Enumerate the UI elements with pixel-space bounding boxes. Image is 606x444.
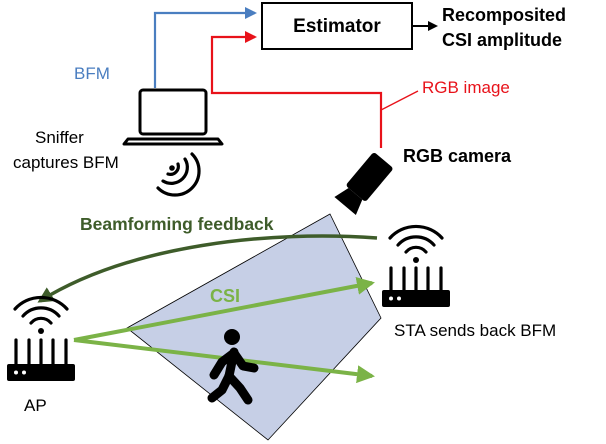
csi-label: CSI <box>210 286 240 306</box>
csi-arrow-upper <box>73 276 375 342</box>
rgb-camera-label: RGB camera <box>403 146 512 166</box>
router-icon <box>7 295 75 381</box>
estimator-label: Estimator <box>293 16 381 37</box>
walking-person-icon <box>207 329 259 405</box>
sniffer-label-line1: Sniffer <box>35 128 84 147</box>
bfm-arrow <box>153 7 257 88</box>
sniffer-label-line2: captures BFM <box>13 153 119 172</box>
camera-icon <box>334 152 393 216</box>
rgb-image-arrow <box>210 31 383 148</box>
ap-label: AP <box>24 396 47 415</box>
camera-field-of-view <box>126 213 382 441</box>
estimator-box <box>261 2 413 50</box>
beamforming-feedback-label: Beamforming feedback <box>80 214 274 234</box>
router-icon <box>382 224 450 307</box>
sta-label: STA sends back BFM <box>394 321 556 340</box>
output-label-line1: Recomposited <box>442 5 566 25</box>
laptop-icon <box>122 88 224 146</box>
output-label-line2: CSI amplitude <box>442 30 562 50</box>
bfm-label: BFM <box>74 64 110 83</box>
wifi-signal-icon <box>156 152 201 197</box>
beamforming-feedback-arrow <box>37 234 378 303</box>
rgb-image-label: RGB image <box>422 78 510 97</box>
rgb-image-leader <box>380 90 419 111</box>
